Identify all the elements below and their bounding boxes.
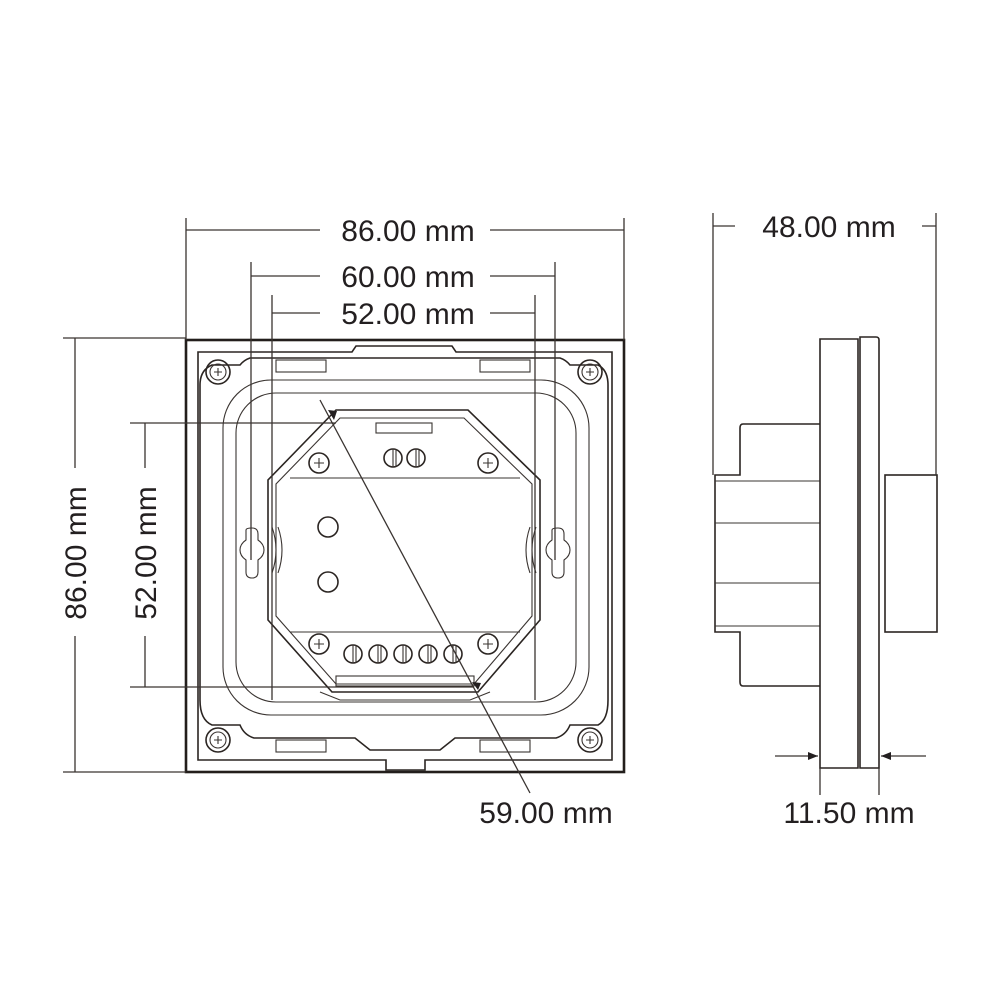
- clip-top-left: [275, 359, 327, 373]
- indicator-hole-1: [317, 516, 339, 538]
- clip-top-right: [479, 359, 531, 373]
- top-terminals: [383, 448, 426, 468]
- clip-bottom-right: [479, 739, 531, 753]
- module-body-outer: [267, 409, 541, 693]
- keyhole-slot-right-icon: [545, 527, 571, 579]
- side-view: [714, 336, 938, 769]
- bottom-recess: [319, 691, 491, 701]
- module-screw-bl-icon: [308, 633, 330, 655]
- indicator-hole-2: [317, 571, 339, 593]
- label-overall-depth: 48.00 mm: [762, 211, 895, 244]
- module-screw-tr-icon: [477, 452, 499, 474]
- outer-frame: [184, 338, 626, 774]
- top-tab: [375, 422, 433, 434]
- side-back-body: [714, 423, 820, 687]
- label-plate-thickness: 11.50 mm: [783, 797, 914, 830]
- label-overall-width: 86.00 mm: [341, 215, 474, 248]
- clip-bottom-left: [275, 739, 327, 753]
- corner-screw-top-left-icon: [205, 359, 231, 385]
- side-front-plate: [819, 338, 859, 769]
- side-dimensions: [712, 213, 937, 795]
- label-diagonal: 59.00 mm: [479, 797, 612, 830]
- recess-inner: [235, 392, 577, 703]
- label-mounting-spacing: 60.00 mm: [341, 261, 474, 294]
- inner-frame: [197, 345, 613, 771]
- side-ribs: [715, 480, 820, 627]
- bottom-terminals: [343, 644, 463, 664]
- side-knob: [884, 474, 938, 633]
- recess-outer: [222, 379, 590, 716]
- bottom-tab: [335, 675, 475, 687]
- module-screw-tl-icon: [308, 452, 330, 474]
- side-face-plate: [859, 336, 880, 769]
- corner-screw-bottom-left-icon: [205, 727, 231, 753]
- module-screw-br-icon: [477, 633, 499, 655]
- front-view: [184, 338, 626, 774]
- keyhole-slot-left-icon: [239, 527, 265, 579]
- corner-screw-top-right-icon: [577, 359, 603, 385]
- label-body-width: 52.00 mm: [341, 298, 474, 331]
- label-body-height: 52.00 mm: [130, 486, 163, 619]
- front-dimensions: [63, 218, 625, 794]
- corner-screw-bottom-right-icon: [577, 727, 603, 753]
- label-overall-height: 86.00 mm: [60, 486, 93, 619]
- side-grip-left: [271, 526, 283, 574]
- bezel-outline: [199, 357, 609, 751]
